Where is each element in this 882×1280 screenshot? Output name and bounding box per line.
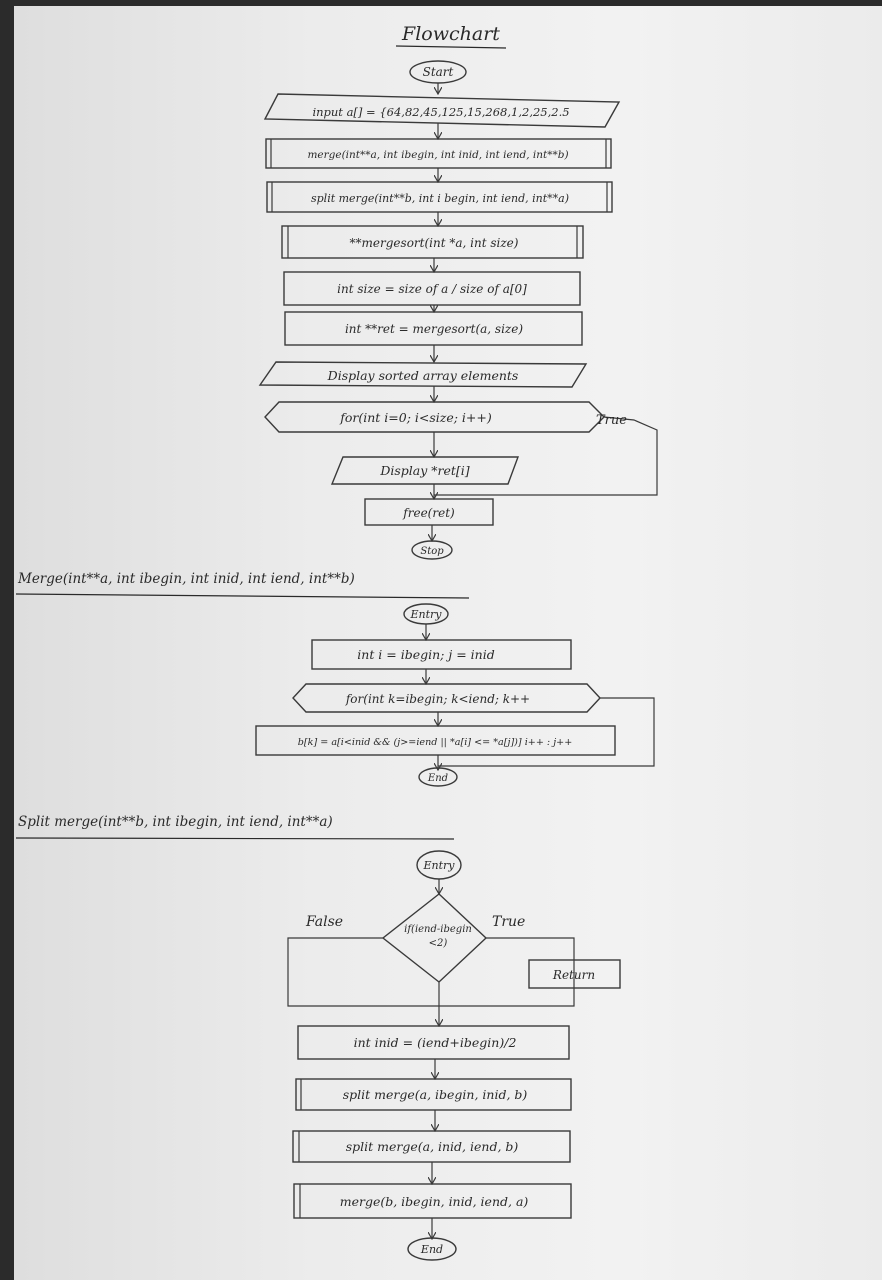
for-true-label: True — [596, 413, 627, 428]
ret-statement-label: int **ret = mergesort(a, size) — [345, 322, 523, 336]
merge-entry-label: Entry — [409, 608, 442, 621]
split-decision-line2: <2) — [429, 938, 448, 949]
split-declaration-box — [266, 181, 613, 213]
split-end-label: End — [420, 1243, 443, 1256]
merge-end-label: End — [427, 773, 448, 784]
split-declaration-label: split merge(int**b, int i begin, int ien… — [311, 192, 569, 205]
split-end-terminal — [407, 1237, 457, 1261]
free-box — [364, 498, 494, 526]
paper-sheet: Flowchart Start input a[] = {64,82,45,12… — [14, 6, 882, 1280]
merge-loop-hexagon — [292, 683, 601, 713]
split-call2-label: split merge(a, inid, iend, b) — [346, 1139, 519, 1154]
mergesort-declaration-label: **mergesort(int *a, int size) — [350, 236, 519, 250]
merge-heading-underline — [15, 593, 470, 599]
display-sorted-parallelogram — [258, 361, 588, 388]
merge-section-heading: Merge(int**a, int ibegin, int inid, int … — [17, 571, 355, 587]
split-return-box — [528, 959, 621, 989]
size-statement-label: int size = size of a / size of a[0] — [337, 282, 527, 296]
merge-assign-box — [255, 725, 616, 756]
stop-terminal — [411, 540, 453, 560]
split-mid-box — [297, 1025, 570, 1060]
mergesort-declaration-box — [281, 225, 584, 259]
flowchart-title: Flowchart — [401, 23, 500, 45]
merge-call-label: merge(b, ibegin, inid, iend, a) — [340, 1194, 529, 1209]
split-heading-underline — [15, 837, 455, 840]
split-call1-box — [295, 1078, 572, 1111]
split-decision-line1: if(iend-ibegin — [404, 924, 472, 935]
start-label: Start — [423, 65, 454, 79]
split-mid-label: int inid = (iend+ibegin)/2 — [354, 1035, 517, 1050]
for-true-branch-line — [434, 416, 658, 496]
merge-declaration-label: merge(int**a, int ibegin, int inid, int … — [307, 149, 568, 161]
flowchart-diagram: Flowchart Start input a[] = {64,82,45,12… — [15, 23, 658, 1261]
split-return-label: Return — [552, 968, 595, 982]
free-label: free(ret) — [402, 506, 455, 520]
split-false-label: False — [305, 914, 343, 930]
stop-label: Stop — [420, 546, 444, 557]
merge-end-terminal — [418, 767, 458, 787]
display-ret-parallelogram — [330, 456, 520, 485]
merge-init-box — [311, 639, 572, 670]
merge-loop-exit-line — [438, 697, 655, 767]
title-underline — [395, 45, 507, 49]
merge-init-label: int i = ibegin; j = inid — [357, 647, 494, 662]
for-loop-label: for(int i=0; i<size; i++) — [339, 410, 492, 425]
display-ret-label: Display *ret[i] — [379, 463, 469, 478]
for-loop-hexagon — [264, 401, 605, 433]
input-label: input a[] = {64,82,45,125,15,268,1,2,25,… — [312, 105, 569, 119]
split-call1-label: split merge(a, ibegin, inid, b) — [343, 1087, 528, 1102]
split-section-heading: Split merge(int**b, int ibegin, int iend… — [18, 814, 333, 830]
input-parallelogram — [263, 93, 621, 128]
merge-loop-label: for(int k=ibegin; k<iend; k++ — [345, 692, 530, 706]
split-entry-label: Entry — [422, 859, 455, 872]
split-false-branch-line — [287, 937, 439, 1007]
split-true-branch-line — [439, 937, 575, 1007]
split-true-label: True — [492, 914, 525, 930]
merge-assign-label: b[k] = a[i<inid && (j>=iend || *a[i] <= … — [298, 737, 573, 748]
display-sorted-label: Display sorted array elements — [327, 368, 519, 383]
